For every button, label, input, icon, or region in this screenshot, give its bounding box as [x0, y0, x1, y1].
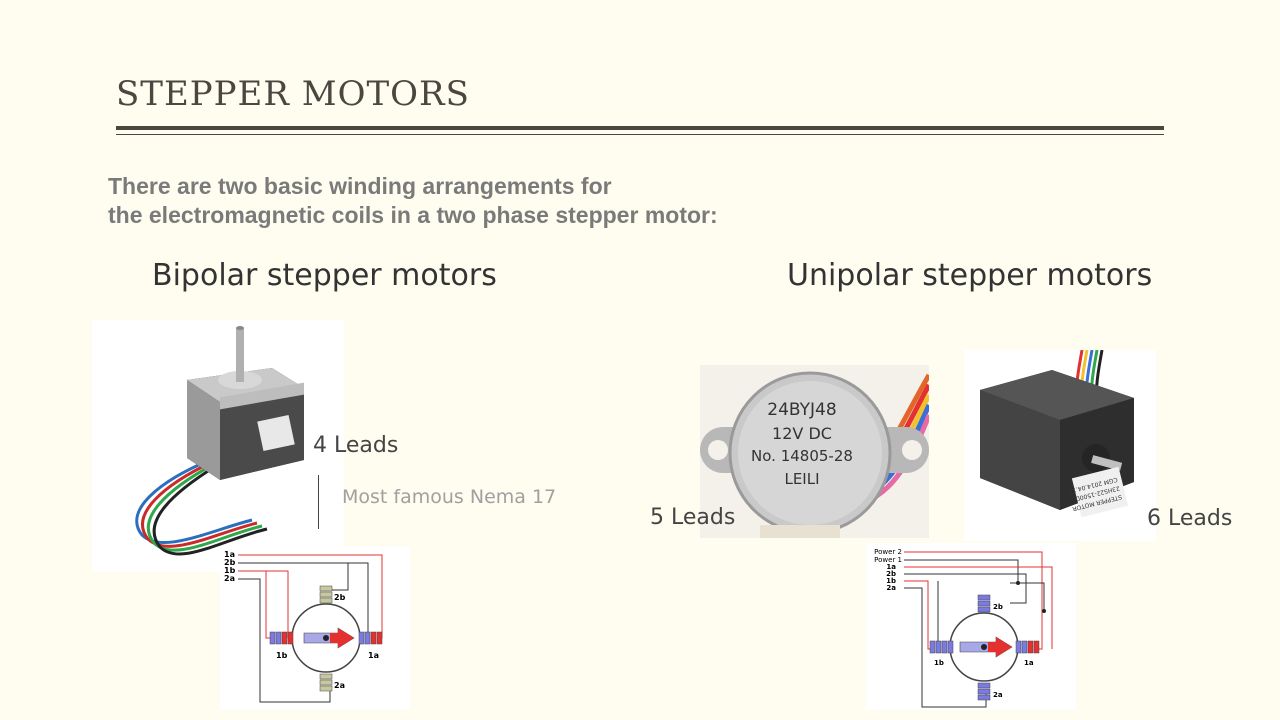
unipolar-coil-1a: 1a — [1024, 659, 1034, 667]
nema17-note: Most famous Nema 17 — [342, 486, 557, 508]
motor-label-model: 24BYJ48 — [767, 400, 836, 420]
unipolar-lead-2a: 2a — [886, 584, 896, 592]
intro-line-1: There are two basic winding arrangements… — [108, 173, 612, 199]
unipolar-5lead-motor-image: 24BYJ48 12V DC No. 14805-28 LEILI — [700, 365, 932, 545]
unipolar-6lead-motor-image: STEPPER MOTOR 23HS22-1500D CGM 2014.04.1… — [964, 349, 1156, 541]
intro-text: There are two basic winding arrangements… — [108, 172, 718, 230]
unipolar-lead-power2: Power 2 — [874, 548, 902, 556]
unipolar-5-leads-label: 5 Leads — [650, 505, 736, 530]
motor-label-voltage: 12V DC — [772, 424, 832, 443]
title-rule-thin — [116, 134, 1164, 135]
bipolar-lead-2b: 2b — [224, 558, 236, 567]
nema17-motor-image — [92, 320, 344, 572]
title-rule-thick — [116, 126, 1164, 130]
bipolar-lead-2a: 2a — [224, 574, 235, 583]
callout-line — [318, 475, 319, 529]
slide-title: STEPPER MOTORS — [116, 74, 470, 114]
bipolar-lead-1b: 1b — [224, 566, 236, 575]
bipolar-coil-2a: 2a — [334, 681, 345, 690]
bipolar-lead-1a: 1a — [224, 550, 235, 559]
unipolar-coil-2a: 2a — [993, 691, 1003, 699]
unipolar-lead-1a: 1a — [886, 563, 896, 571]
intro-line-2: the electromagnetic coils in a two phase… — [108, 202, 718, 228]
bipolar-coil-2b: 2b — [334, 593, 346, 602]
bipolar-leads-label: 4 Leads — [313, 433, 399, 458]
unipolar-lead-2b: 2b — [886, 570, 896, 578]
bipolar-coil-1a: 1a — [368, 651, 379, 660]
unipolar-coil-2b: 2b — [993, 603, 1003, 611]
motor-label-brand: LEILI — [784, 470, 819, 488]
unipolar-lead-1b: 1b — [886, 577, 896, 585]
bipolar-wiring-diagram: 1a 2b 1b 2a 2b 2a 1b — [220, 546, 410, 710]
bipolar-heading: Bipolar stepper motors — [152, 258, 497, 293]
unipolar-wiring-diagram: Power 2 Power 1 1a 2b 1b 2a — [866, 543, 1076, 710]
unipolar-lead-power1: Power 1 — [874, 556, 902, 564]
bipolar-coil-1b: 1b — [276, 651, 288, 660]
unipolar-heading: Unipolar stepper motors — [787, 258, 1153, 293]
unipolar-6-leads-label: 6 Leads — [1147, 506, 1233, 531]
unipolar-coil-1b: 1b — [934, 659, 944, 667]
motor-label-number: No. 14805-28 — [751, 447, 853, 465]
